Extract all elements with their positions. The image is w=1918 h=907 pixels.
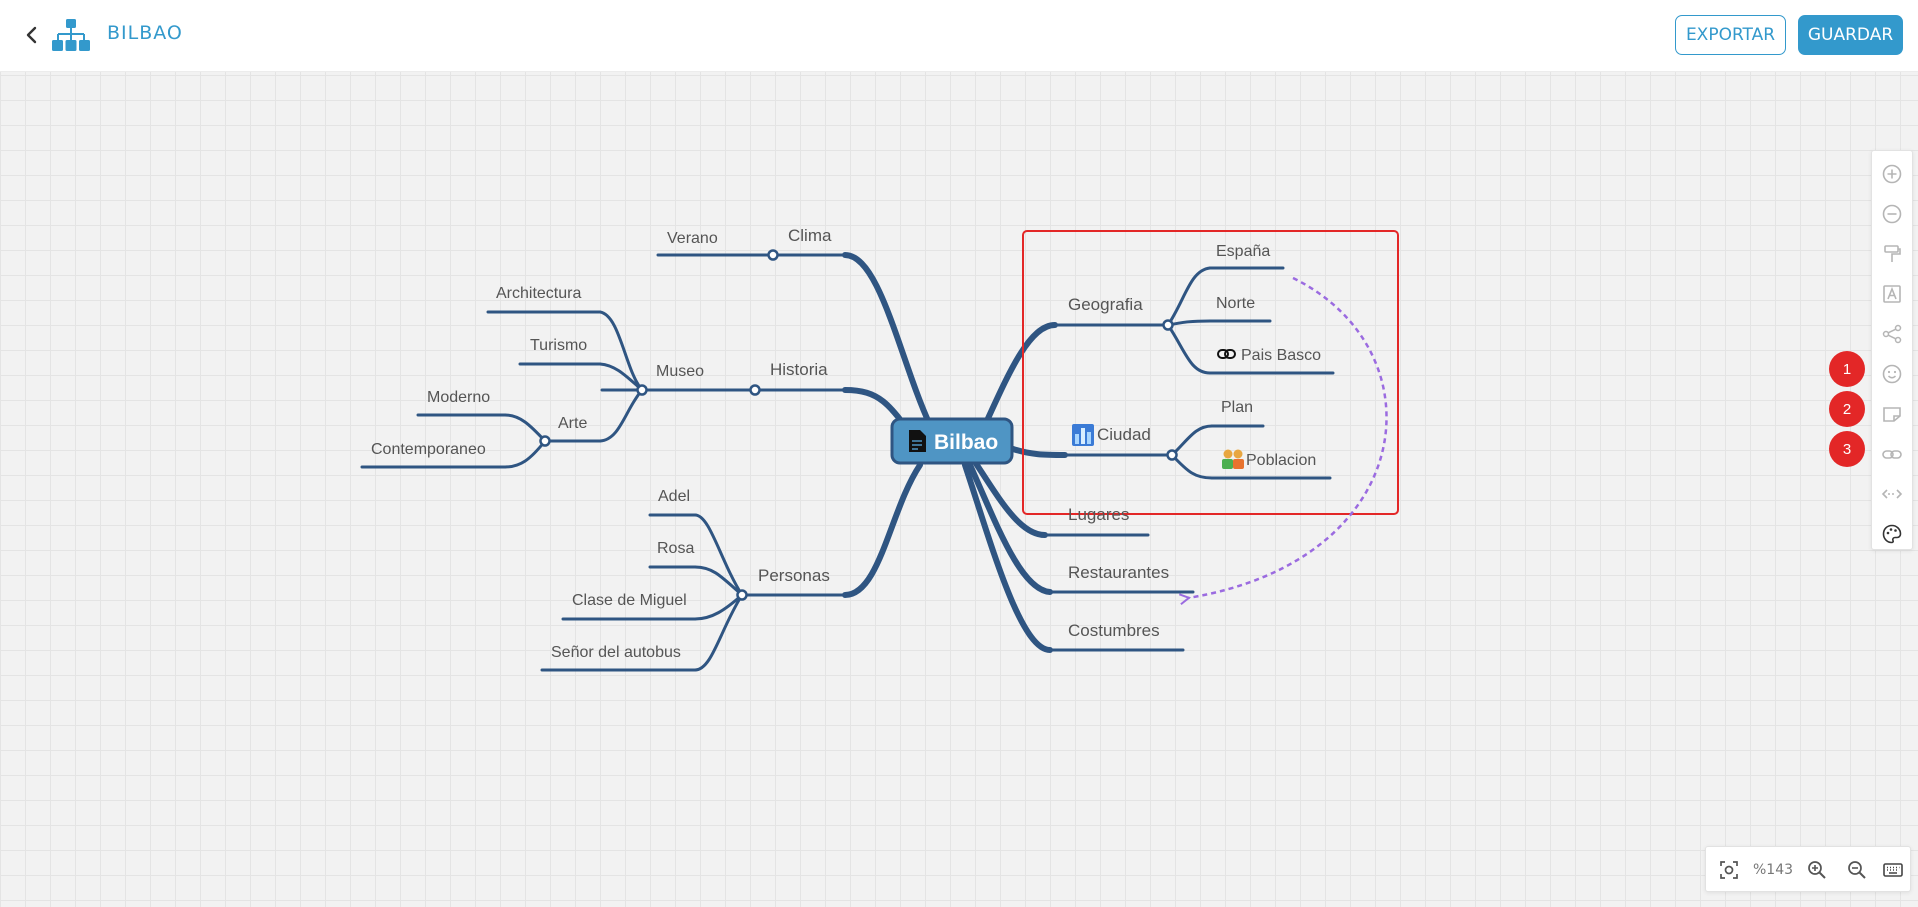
zoom-level: %143 bbox=[1752, 862, 1794, 878]
link-icon bbox=[1882, 450, 1902, 459]
chevron-left-icon bbox=[26, 26, 37, 44]
node-geografia[interactable]: Geografia bbox=[1068, 295, 1143, 314]
palette-icon bbox=[1882, 524, 1902, 544]
fit-to-screen-button[interactable] bbox=[1714, 855, 1744, 885]
emoji-icon bbox=[1882, 364, 1902, 384]
root-node[interactable]: Bilbao bbox=[890, 417, 1014, 465]
keyboard-icon bbox=[1883, 863, 1903, 877]
node-costumbres[interactable]: Costumbres bbox=[1068, 621, 1160, 640]
node-contemporaneo[interactable]: Contemporaneo bbox=[371, 441, 486, 458]
add-note-button[interactable] bbox=[1872, 396, 1912, 432]
node-lugares[interactable]: Lugares bbox=[1068, 505, 1129, 524]
format-style-button[interactable] bbox=[1872, 236, 1912, 272]
link-icon bbox=[1217, 349, 1236, 359]
node-pais-basco[interactable]: Pais Basco bbox=[1241, 347, 1321, 364]
delete-topic-button[interactable] bbox=[1872, 196, 1912, 232]
theme-button[interactable] bbox=[1872, 516, 1912, 552]
node-adel[interactable]: Adel bbox=[658, 488, 690, 505]
node-senor-del-autobus[interactable]: Señor del autobus bbox=[551, 644, 681, 661]
plus-circle-icon bbox=[1882, 164, 1902, 184]
zoom-in-icon bbox=[1808, 861, 1826, 879]
relationship-icon bbox=[1881, 489, 1903, 499]
zoom-out-icon bbox=[1848, 861, 1866, 879]
node-poblacion[interactable]: Poblacion bbox=[1246, 452, 1316, 469]
people-icon bbox=[1222, 449, 1244, 469]
add-relationship-button[interactable] bbox=[1872, 476, 1912, 512]
relationship-arrow[interactable] bbox=[1188, 276, 1388, 598]
node-ciudad[interactable]: Ciudad bbox=[1097, 425, 1151, 444]
document-icon bbox=[909, 430, 926, 452]
node-restaurantes[interactable]: Restaurantes bbox=[1068, 563, 1169, 582]
root-label: Bilbao bbox=[934, 431, 998, 454]
add-link-button[interactable] bbox=[1872, 436, 1912, 472]
editor-toolbar bbox=[1871, 150, 1913, 550]
junction-dots bbox=[539, 249, 1178, 601]
export-button[interactable]: EXPORTAR bbox=[1675, 15, 1786, 55]
callout-badge-2: 2 bbox=[1829, 391, 1865, 427]
node-personas[interactable]: Personas bbox=[758, 566, 830, 585]
zoom-out-button[interactable] bbox=[1842, 855, 1872, 885]
zoom-controls: %143 bbox=[1705, 846, 1911, 892]
node-moderno[interactable]: Moderno bbox=[427, 389, 490, 406]
mindmap-logo-icon bbox=[52, 19, 90, 51]
zoom-in-button[interactable] bbox=[1802, 855, 1832, 885]
add-icon-button[interactable] bbox=[1872, 356, 1912, 392]
topic-shape-button[interactable] bbox=[1872, 316, 1912, 352]
node-historia[interactable]: Historia bbox=[770, 360, 828, 379]
keyboard-shortcuts-button[interactable] bbox=[1878, 855, 1908, 885]
node-clima[interactable]: Clima bbox=[788, 226, 832, 245]
city-image-icon bbox=[1072, 424, 1094, 446]
selection-frame bbox=[1022, 230, 1399, 515]
node-arte[interactable]: Arte bbox=[558, 415, 587, 432]
callout-badge-1: 1 bbox=[1829, 351, 1865, 387]
focus-frame-icon bbox=[1720, 861, 1738, 879]
font-icon bbox=[1883, 285, 1901, 303]
node-museo[interactable]: Museo bbox=[656, 363, 704, 380]
node-architectura[interactable]: Architectura bbox=[496, 285, 581, 302]
node-espana[interactable]: España bbox=[1216, 243, 1270, 260]
minus-circle-icon bbox=[1882, 204, 1902, 224]
format-paint-icon bbox=[1884, 245, 1901, 262]
node-rosa[interactable]: Rosa bbox=[657, 540, 694, 557]
node-plan[interactable]: Plan bbox=[1221, 399, 1253, 416]
save-button[interactable]: GUARDAR bbox=[1798, 15, 1903, 55]
node-norte[interactable]: Norte bbox=[1216, 295, 1255, 312]
font-button[interactable] bbox=[1872, 276, 1912, 312]
node-verano[interactable]: Verano bbox=[667, 230, 718, 247]
branch-connectors bbox=[360, 252, 1335, 672]
share-icon bbox=[1882, 324, 1902, 344]
app-header: BILBAO EXPORTAR GUARDAR bbox=[0, 0, 1918, 72]
note-icon bbox=[1883, 407, 1901, 422]
add-topic-button[interactable] bbox=[1872, 156, 1912, 192]
node-turismo[interactable]: Turismo bbox=[530, 337, 587, 354]
node-clase-de-miguel[interactable]: Clase de Miguel bbox=[572, 592, 687, 609]
document-title: BILBAO bbox=[107, 22, 183, 44]
callout-badge-3: 3 bbox=[1829, 431, 1865, 467]
back-button[interactable] bbox=[22, 22, 42, 48]
